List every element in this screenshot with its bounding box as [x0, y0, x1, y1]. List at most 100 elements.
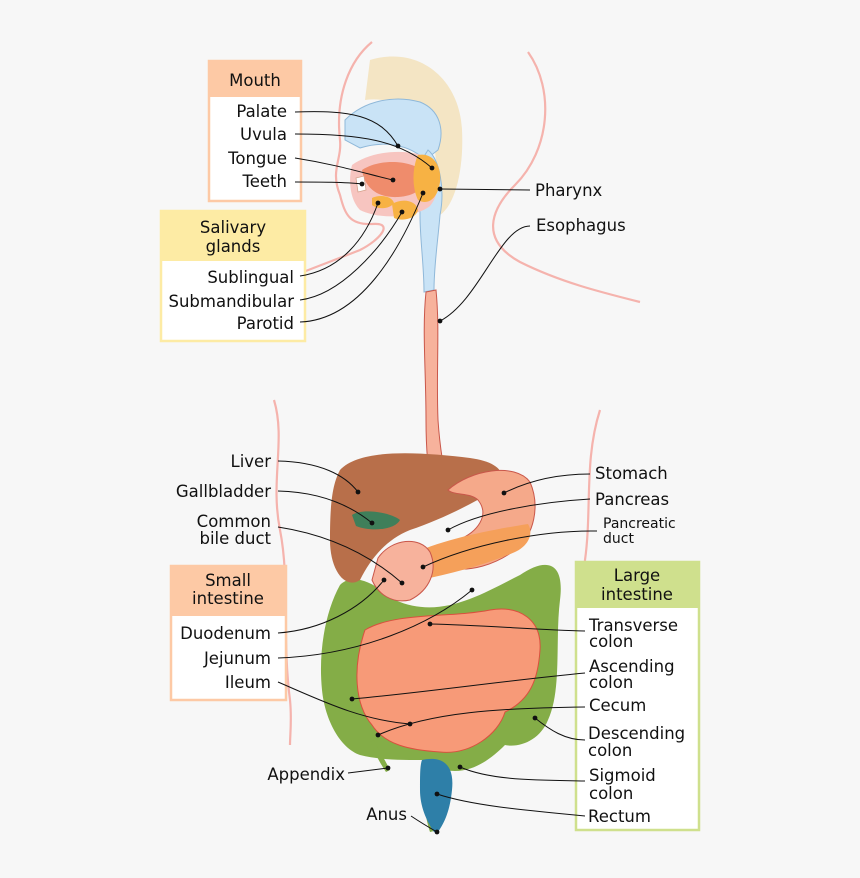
label-parotid: Parotid — [237, 314, 294, 333]
leader-tongue — [294, 157, 394, 181]
label-gallbladder: Gallbladder — [176, 482, 271, 501]
dot-rectum — [434, 791, 440, 797]
head-organs — [344, 56, 463, 293]
label-esophagus: Esophagus — [536, 216, 626, 235]
label-transverse-colon-line2: colon — [589, 632, 633, 651]
leader-stomach — [503, 473, 591, 494]
label-rectum: Rectum — [588, 807, 651, 826]
leader-sigmoid-colon — [459, 766, 586, 782]
salivary-group: Salivary glands Sublingual Submandibular… — [159, 209, 307, 343]
dot-common-bile-duct — [399, 580, 405, 586]
dot-uvula — [429, 165, 435, 171]
leader-dots — [349, 143, 538, 835]
leader-duodenum — [277, 579, 385, 634]
leader-jejunum — [277, 589, 473, 659]
dot-descending-colon — [532, 715, 538, 721]
dot-pharynx — [437, 186, 443, 192]
dot-esophagus — [437, 318, 443, 324]
label-submandibular: Submandibular — [168, 292, 294, 311]
dot-sublingual — [375, 200, 381, 206]
small-intestine-title-line1: Small — [205, 571, 251, 590]
small-intestine-group: Small intestine Duodenum Jejunum Ileum — [169, 564, 288, 702]
dot-anus — [434, 829, 440, 835]
leader-teeth — [294, 181, 363, 185]
leader-descending-colon — [534, 717, 586, 741]
dot-submandibular — [399, 209, 405, 215]
nasal-cavity — [344, 98, 442, 161]
large-intestine-box-header — [576, 562, 699, 608]
leader-parotid — [299, 192, 424, 323]
leader-liver — [277, 460, 359, 493]
dot-gallbladder — [369, 520, 375, 526]
dot-liver — [355, 489, 361, 495]
leader-uvula — [294, 133, 433, 169]
label-ileum: Ileum — [225, 673, 271, 692]
dot-pancreatic-duct — [420, 564, 426, 570]
duodenum-shape — [371, 540, 434, 602]
label-sublingual: Sublingual — [207, 268, 294, 287]
dot-sigmoid-colon — [457, 764, 463, 770]
dot-palate — [395, 143, 401, 149]
leader-cecum — [377, 706, 586, 736]
leader-submandibular — [299, 211, 403, 301]
label-teeth: Teeth — [241, 172, 287, 191]
label-appendix: Appendix — [267, 765, 345, 784]
dot-ileum — [407, 721, 413, 727]
label-jejunum: Jejunum — [203, 649, 271, 668]
dot-duodenum — [381, 577, 387, 583]
dot-ascending-colon — [349, 696, 355, 702]
label-pancreatic-duct-line2: duct — [603, 531, 634, 547]
abdominal-organs — [320, 453, 561, 832]
label-duodenum: Duodenum — [180, 624, 271, 643]
mouth-box-header — [209, 61, 301, 97]
label-tongue: Tongue — [227, 149, 287, 168]
label-ascending-colon-line1: Ascending — [589, 657, 675, 676]
label-descending-colon-line1: Descending — [588, 724, 685, 743]
small-intestine-shape — [356, 608, 541, 753]
leader-palate — [294, 111, 399, 147]
submandibular-gland-shape — [392, 200, 418, 220]
leader-esophagus — [439, 225, 531, 322]
dot-appendix — [385, 765, 391, 771]
dot-cecum — [375, 732, 381, 738]
dot-pancreas — [445, 527, 451, 533]
leader-appendix — [347, 767, 389, 774]
large-intestine-title-line1: Large — [614, 566, 660, 585]
label-uvula: Uvula — [240, 125, 287, 144]
leader-ascending-colon — [351, 672, 586, 700]
mouth-group: Mouth Palate Uvula Tongue Teeth — [207, 59, 303, 203]
label-common-bile-duct-line2: bile duct — [199, 529, 271, 548]
small-intestine-title-line2: intestine — [192, 589, 264, 608]
dot-transverse-colon — [427, 621, 433, 627]
dot-teeth — [359, 181, 365, 187]
gallbladder-shape — [352, 511, 400, 530]
label-pharynx: Pharynx — [535, 181, 603, 200]
label-stomach: Stomach — [595, 464, 668, 483]
large-intestine-title-line2: intestine — [601, 585, 673, 604]
leader-pharynx — [439, 188, 531, 191]
leader-sublingual — [299, 202, 379, 277]
salivary-title-line2: glands — [206, 237, 261, 256]
label-liver: Liver — [231, 452, 272, 471]
leader-common-bile-duct — [277, 526, 403, 584]
label-sigmoid-colon-line2: colon — [589, 784, 633, 803]
label-cecum: Cecum — [589, 696, 646, 715]
label-transverse-colon-line1: Transverse — [588, 616, 678, 635]
label-ascending-colon-line2: colon — [589, 673, 633, 692]
dot-parotid — [420, 190, 426, 196]
dot-tongue — [390, 177, 396, 183]
neck-back-outline — [492, 51, 641, 304]
label-descending-colon-line2: colon — [588, 741, 632, 760]
dot-stomach — [501, 490, 507, 496]
label-palate: Palate — [236, 102, 287, 121]
large-intestine-group: Large intestine — [574, 560, 701, 832]
leader-ileum — [277, 681, 411, 725]
salivary-box-header — [161, 211, 305, 261]
dot-jejunum — [469, 587, 475, 593]
label-sigmoid-colon-line1: Sigmoid — [589, 766, 656, 785]
leader-pancreas — [447, 498, 591, 531]
leader-transverse-colon — [429, 623, 586, 632]
pancreas-shape — [404, 524, 531, 580]
leader-rectum — [436, 793, 586, 817]
